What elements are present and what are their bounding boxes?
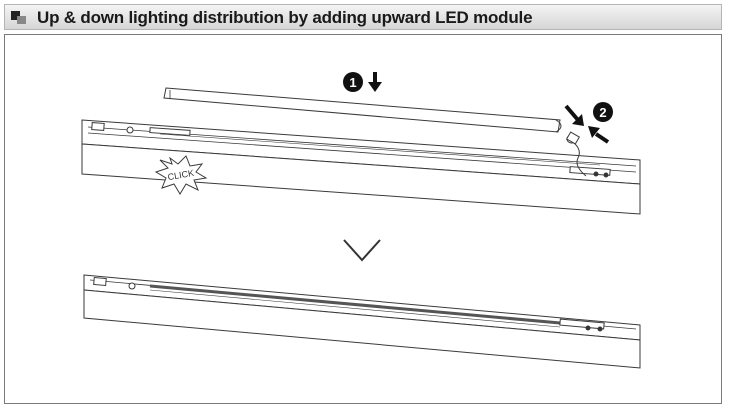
click-starburst: CLICK — [154, 155, 208, 195]
connector-cable — [565, 131, 587, 177]
step-1-indicator: 1 — [343, 72, 382, 92]
upward-led-module — [163, 87, 562, 133]
step-1-number: 1 — [349, 75, 356, 90]
down-arrow-icon — [368, 72, 382, 92]
page-title: Up & down lighting distribution by addin… — [37, 8, 533, 27]
push-arrow-icon — [564, 104, 584, 126]
click-label: CLICK — [167, 168, 195, 182]
step-2-indicator: 2 — [564, 102, 613, 144]
luminaire-before — [81, 119, 641, 215]
push-arrow-icon — [588, 126, 610, 144]
stacked-squares-icon — [11, 11, 26, 24]
luminaire-after — [83, 274, 641, 369]
section-header: Up & down lighting distribution by addin… — [4, 4, 722, 30]
step-2-number: 2 — [599, 105, 606, 120]
chevron-down-icon — [343, 239, 381, 262]
